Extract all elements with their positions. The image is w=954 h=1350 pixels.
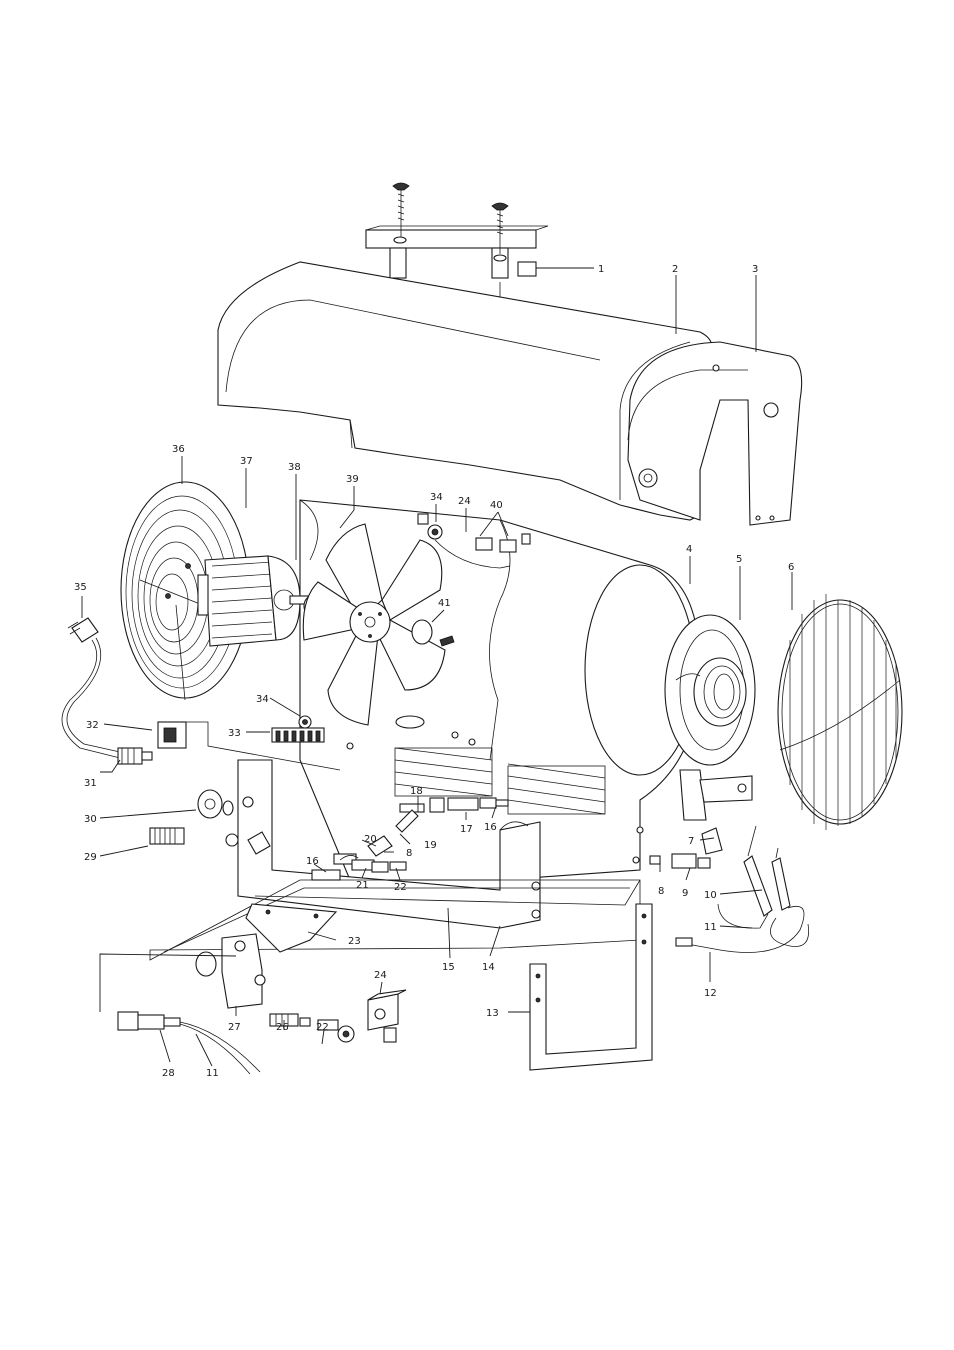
callout-29: 29 <box>84 852 97 863</box>
pressure-switch <box>337 989 407 1043</box>
callout-35: 35 <box>74 582 87 593</box>
callout-15: 15 <box>442 962 455 973</box>
callout-39: 39 <box>346 474 359 485</box>
igniter-assembly <box>117 1011 261 1075</box>
callout-11-left: 11 <box>206 1068 219 1079</box>
nozzle-assembly <box>649 827 723 869</box>
access-cover <box>411 619 455 647</box>
callout-labels: 1 2 3 4 5 6 7 8 8 9 10 11 11 12 13 14 15… <box>74 264 794 1079</box>
callout-9: 9 <box>682 888 688 899</box>
fan-blade <box>302 523 446 726</box>
callout-5: 5 <box>736 554 742 565</box>
ignition-electrode <box>743 825 791 917</box>
top-cover <box>217 261 713 521</box>
callout-10: 10 <box>704 890 717 901</box>
burner-head <box>664 614 756 821</box>
callout-8-upper: 8 <box>406 848 412 859</box>
callout-16-right: 16 <box>484 822 497 833</box>
callout-leaders <box>81 267 793 1067</box>
spring <box>149 827 185 845</box>
cable-gland <box>117 747 153 765</box>
gas-fitting <box>197 789 234 819</box>
callout-36: 36 <box>172 444 185 455</box>
solenoid-valve <box>195 933 266 1009</box>
front-guard <box>777 594 903 830</box>
callout-7: 7 <box>688 836 694 847</box>
callout-37: 37 <box>240 456 253 467</box>
terminal-block <box>271 727 325 743</box>
thermostat-sensor <box>417 513 511 569</box>
handle-screw <box>392 182 509 262</box>
mounting-bracket <box>245 903 338 953</box>
carry-handle <box>365 225 549 328</box>
callout-27: 27 <box>228 1022 241 1033</box>
callout-34-lower: 34 <box>256 694 269 705</box>
callout-6: 6 <box>788 562 794 573</box>
terminal-connectors <box>475 533 531 553</box>
callout-22-lower: 22 <box>316 1022 329 1033</box>
callout-4: 4 <box>686 544 692 555</box>
callout-31: 31 <box>84 778 97 789</box>
callout-19: 19 <box>424 840 437 851</box>
gas-valve-assembly <box>311 797 509 881</box>
on-off-switch <box>157 721 341 771</box>
callout-22-upper: 22 <box>394 882 407 893</box>
callout-3: 3 <box>752 264 758 275</box>
grommet <box>298 715 312 729</box>
callout-28: 28 <box>162 1068 175 1079</box>
stand-frame <box>529 903 653 1071</box>
callout-30: 30 <box>84 814 97 825</box>
callout-23: 23 <box>348 936 361 947</box>
callout-33: 33 <box>228 728 241 739</box>
callout-16-left: 16 <box>306 856 319 867</box>
callout-24-upper: 24 <box>458 496 471 507</box>
callout-14: 14 <box>482 962 495 973</box>
callout-32: 32 <box>86 720 99 731</box>
callout-41: 41 <box>438 598 451 609</box>
callout-1: 1 <box>598 264 604 275</box>
callout-38: 38 <box>288 462 301 473</box>
callout-26: 26 <box>276 1022 289 1033</box>
callout-40: 40 <box>490 500 503 511</box>
rear-cover <box>627 341 803 526</box>
callout-11-right: 11 <box>704 922 717 933</box>
base-frame <box>225 759 641 929</box>
callout-13: 13 <box>486 1008 499 1019</box>
callout-17: 17 <box>460 824 473 835</box>
power-cord <box>61 617 121 759</box>
callout-21: 21 <box>356 880 369 891</box>
fan-motor <box>197 555 309 647</box>
callout-24-lower: 24 <box>374 970 387 981</box>
callout-20: 20 <box>364 834 377 845</box>
callout-34-upper: 34 <box>430 492 443 503</box>
callout-12: 12 <box>704 988 717 999</box>
callout-2: 2 <box>672 264 678 275</box>
thermocouple <box>675 903 809 953</box>
callout-8-lower: 8 <box>658 886 664 897</box>
callout-18: 18 <box>410 786 423 797</box>
